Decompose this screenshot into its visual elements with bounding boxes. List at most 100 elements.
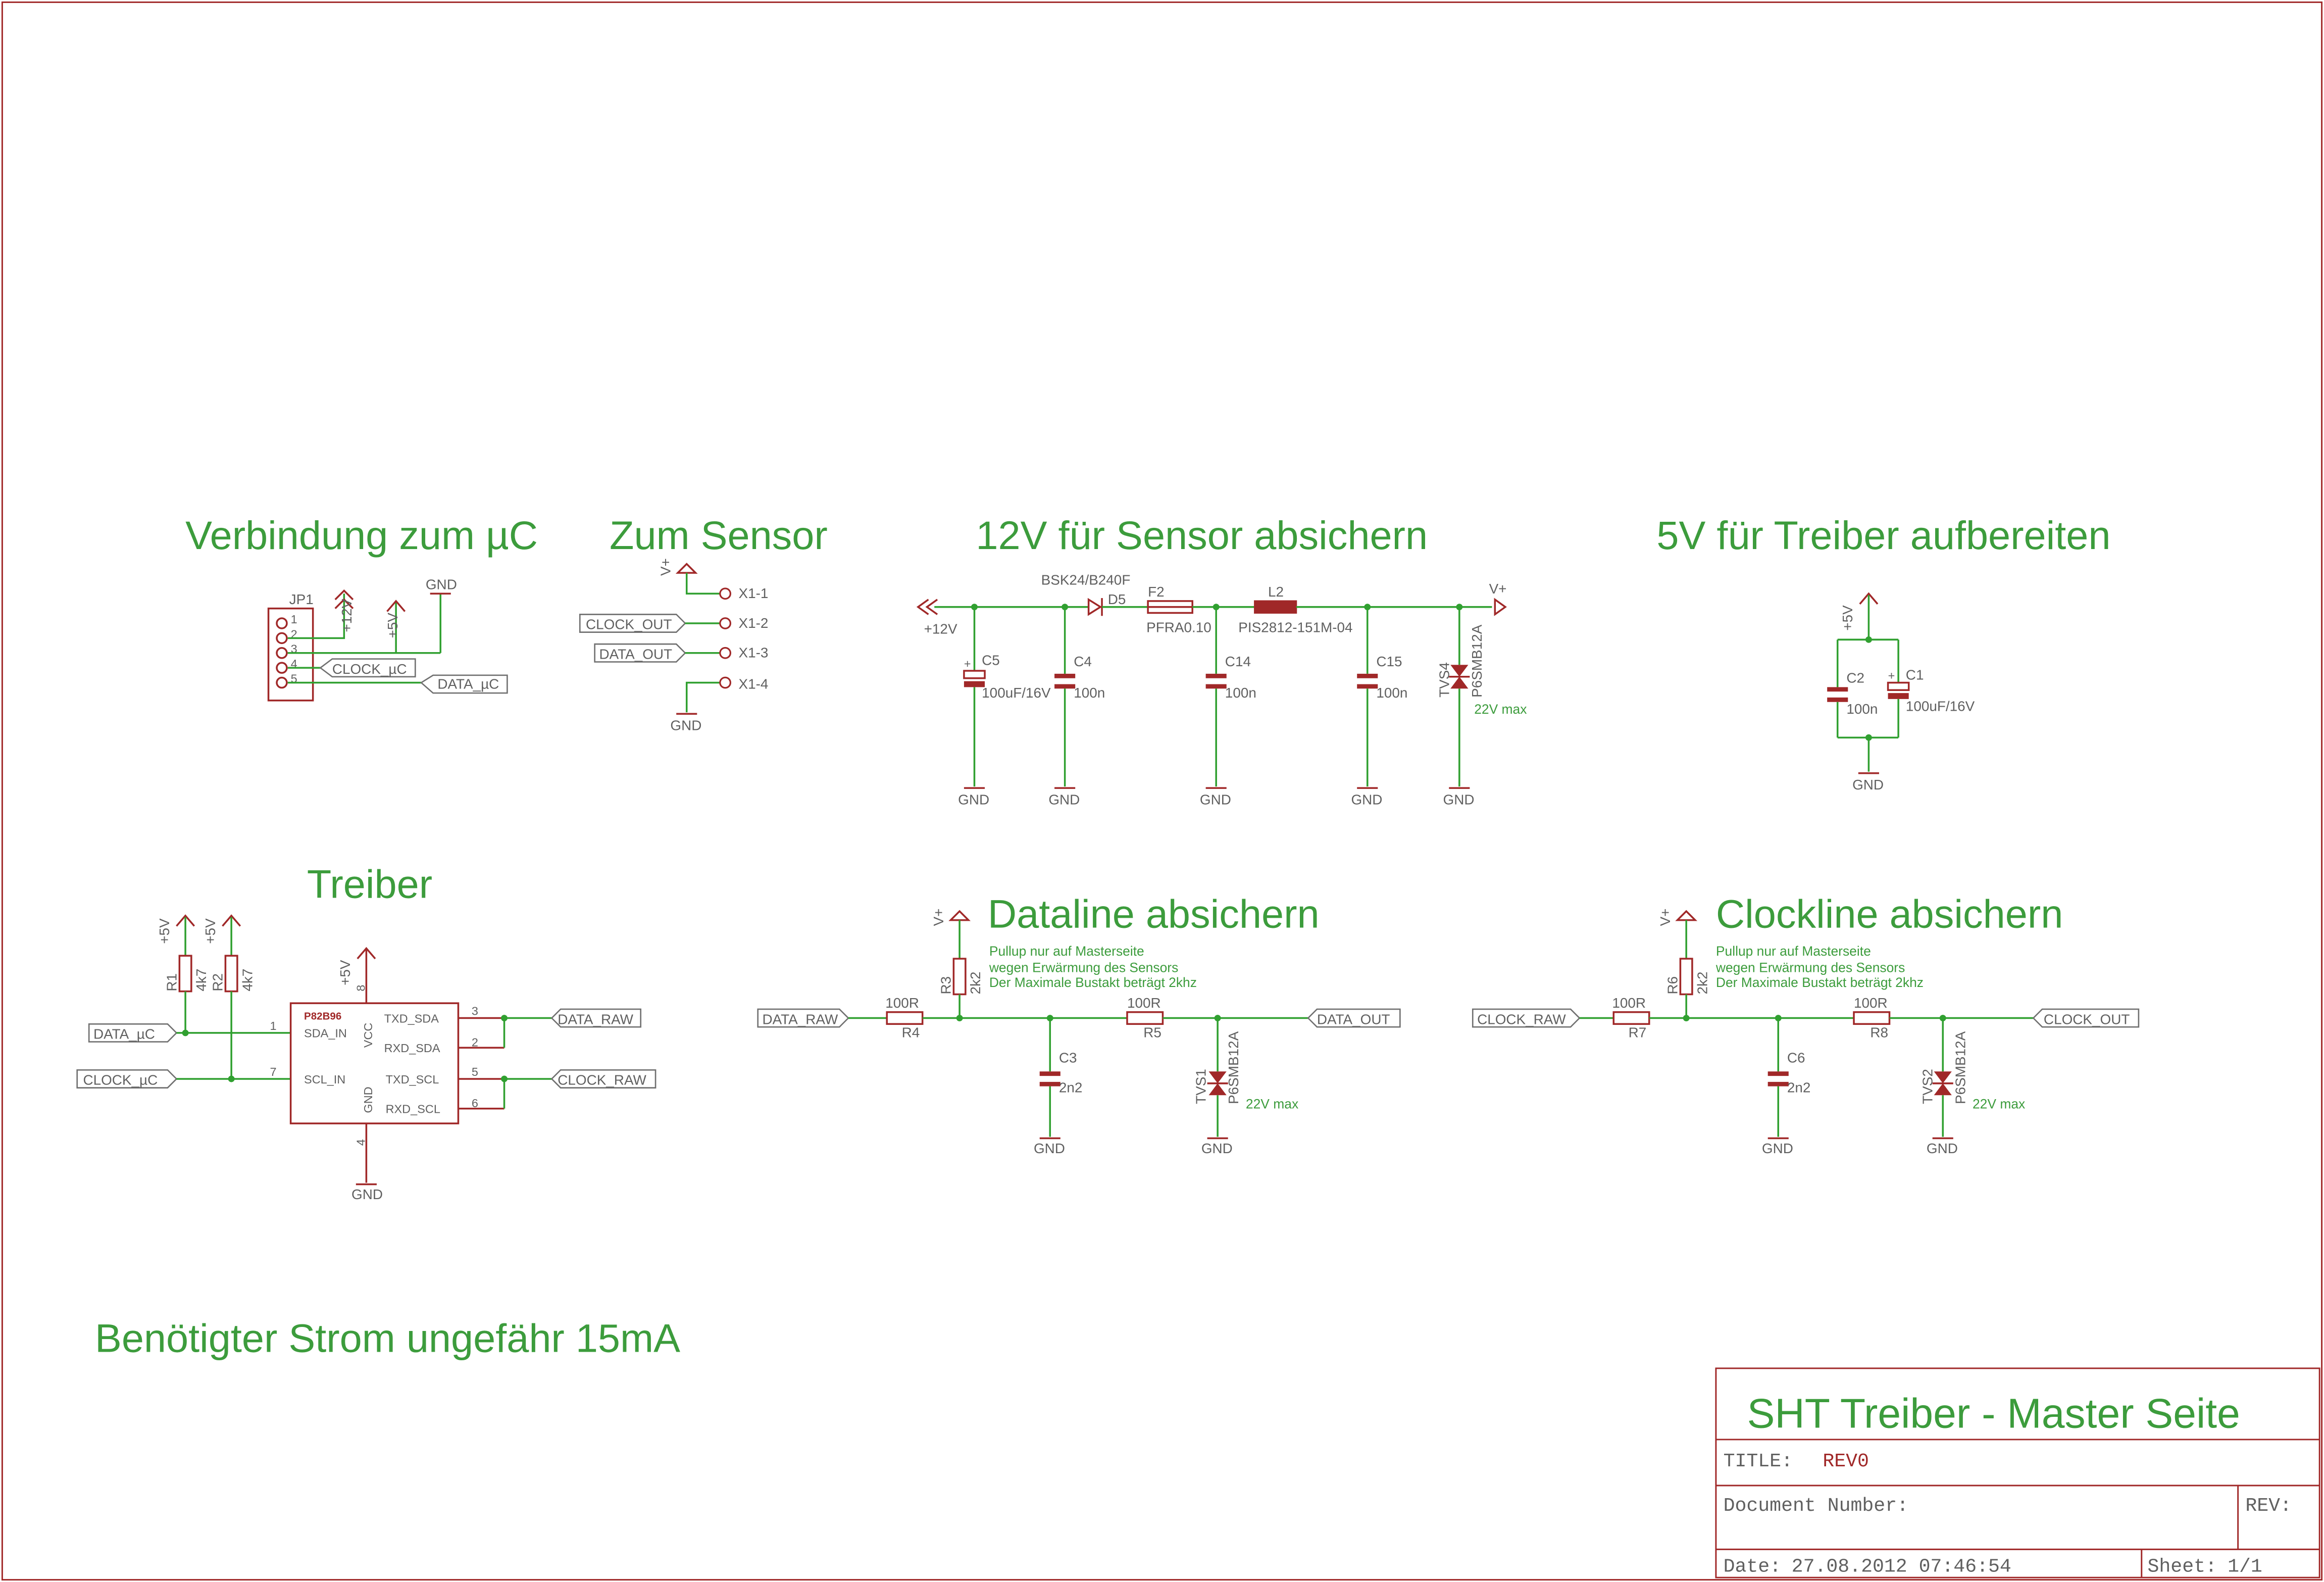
heading-dataline: Dataline absichern xyxy=(988,891,1320,936)
c3-gnd: GND xyxy=(1034,1141,1065,1156)
c6-gnd: GND xyxy=(1762,1141,1793,1156)
tvs1-note: 22V max xyxy=(1246,1097,1298,1112)
clockline-out-label: CLOCK_OUT xyxy=(2044,1011,2130,1027)
r8-ref: R8 xyxy=(1870,1025,1888,1041)
sensor-gnd-label: GND xyxy=(670,718,701,733)
driver-clock-in-label: CLOCK_µC xyxy=(83,1072,158,1088)
sensor-x1-4: X1-4 xyxy=(739,676,769,691)
heading-protect-12v: 12V für Sensor absichern xyxy=(976,513,1428,558)
clockline-circuit: V+ R6 2k2 Pullup nur auf Masterseite weg… xyxy=(1472,908,2140,1156)
ic-pin-6: 6 xyxy=(472,1097,478,1110)
l2-value: PIS2812-151M-04 xyxy=(1238,620,1352,635)
jp1-connector: JP1 1 2 3 4 5 xyxy=(267,591,314,702)
ic-pin-3: 3 xyxy=(472,1005,478,1018)
r1-plus5v-label: +5V xyxy=(157,918,172,944)
jp1-clock-label: CLOCK_µC xyxy=(332,661,407,677)
sensor-x1-3: X1-3 xyxy=(739,645,769,661)
d5-ref: D5 xyxy=(1108,591,1126,607)
ic-sda-in: SDA_IN xyxy=(304,1027,347,1040)
document-number-label: Document Number: xyxy=(1724,1495,1908,1517)
c5-ref: C5 xyxy=(982,652,1000,668)
c15-ref: C15 xyxy=(1376,654,1402,669)
ic-txd-scl: TXD_SCL xyxy=(386,1073,439,1086)
dataline-note-2: wegen Erwärmung des Sensors xyxy=(989,960,1178,975)
tvs2-ref: TVS2 xyxy=(1920,1069,1936,1104)
ic-pin-7: 7 xyxy=(270,1065,277,1078)
supply5-gnd: GND xyxy=(1852,777,1884,793)
c14-gnd: GND xyxy=(1200,792,1231,807)
title-block-title: SHT Treiber - Master Seite xyxy=(1747,1391,2240,1437)
tvs1-ref: TVS1 xyxy=(1193,1069,1209,1104)
driver-circuit: +5V R1 4k7 +5V R2 4k7 DATA_µC CLOCK_µC P… xyxy=(76,914,656,1202)
tvs2-note: 22V max xyxy=(1973,1097,2025,1112)
f2-value: PFRA0.10 xyxy=(1146,620,1211,635)
supply5-plus5v-label: +5V xyxy=(1840,605,1855,631)
dataline-note-1: Pullup nur auf Masterseite xyxy=(989,944,1144,959)
tvs1-gnd: GND xyxy=(1201,1141,1233,1156)
c4-ref: C4 xyxy=(1074,654,1092,669)
c5-value: 100uF/16V xyxy=(982,685,1051,701)
ic-rxd-sda: RXD_SDA xyxy=(384,1042,440,1055)
dataline-out-label: DATA_OUT xyxy=(1317,1011,1390,1027)
heading-current: Benötigter Strom ungefähr 15mA xyxy=(95,1316,680,1361)
r1-ref: R1 xyxy=(164,973,179,992)
title-value: REV0 xyxy=(1823,1451,1869,1472)
jp1-ref: JP1 xyxy=(289,591,314,607)
c3-ref: C3 xyxy=(1059,1050,1077,1066)
ic-scl-in: SCL_IN xyxy=(304,1073,345,1086)
tvs4-note: 22V max xyxy=(1474,702,1527,717)
title-label: TITLE: xyxy=(1724,1451,1793,1472)
c4-gnd: GND xyxy=(1048,792,1080,807)
r3-ref: R3 xyxy=(938,976,954,995)
tvs4-ref: TVS4 xyxy=(1436,662,1452,698)
driver-data-in-label: DATA_µC xyxy=(93,1026,155,1042)
r6-ref: R6 xyxy=(1665,976,1681,995)
c6-ref: C6 xyxy=(1787,1050,1805,1066)
date-label: Date: xyxy=(1724,1556,1782,1577)
l2-ref: L2 xyxy=(1268,584,1284,600)
sensor-clock-label: CLOCK_OUT xyxy=(586,617,672,632)
ic-part: P82B96 xyxy=(304,1010,341,1022)
r2-ref: R2 xyxy=(210,973,226,992)
r4-ref: R4 xyxy=(902,1025,920,1041)
d5-part: BSK24/B240F xyxy=(1041,572,1131,588)
c3-value: 2n2 xyxy=(1059,1079,1083,1095)
tvs1-part: P6SMB12A xyxy=(1226,1031,1241,1104)
ic-rxd-scl: RXD_SCL xyxy=(386,1103,440,1116)
sensor-data-label: DATA_OUT xyxy=(599,647,672,662)
f2-ref: F2 xyxy=(1148,584,1165,600)
ic-plus5v-label: +5V xyxy=(337,960,353,985)
r1-value: 4k7 xyxy=(193,969,209,992)
ic-pin-8: 8 xyxy=(354,985,367,992)
clockline-note-1: Pullup nur auf Masterseite xyxy=(1716,944,1871,959)
svg-text:+: + xyxy=(1888,669,1895,682)
c15-gnd: GND xyxy=(1351,792,1382,807)
sensor-vplus-label: V+ xyxy=(658,558,673,576)
r6-value: 2k2 xyxy=(1694,972,1710,995)
clockline-in-label: CLOCK_RAW xyxy=(1477,1011,1566,1027)
dataline-note-3: Der Maximale Bustakt beträgt 2khz xyxy=(989,975,1197,990)
r5-value: 100R xyxy=(1127,995,1161,1011)
protect-12v-circuit: +12V BSK24/B240F D5 F2 PFRA0.10 L2 PIS28… xyxy=(916,572,1527,807)
svg-text:+: + xyxy=(964,657,971,670)
c14-value: 100n xyxy=(1225,685,1256,701)
title-block: SHT Treiber - Master Seite TITLE: REV0 D… xyxy=(1715,1367,2320,1578)
ic-pin-4: 4 xyxy=(354,1139,367,1146)
r2-value: 4k7 xyxy=(239,969,255,992)
ic-pin-5: 5 xyxy=(472,1065,478,1078)
sensor-x1-2: X1-2 xyxy=(739,615,769,631)
c4-value: 100n xyxy=(1074,685,1105,701)
ic-pin-1: 1 xyxy=(270,1019,277,1032)
sensor-x1-1: X1-1 xyxy=(739,585,769,601)
ic-gnd-pin: GND xyxy=(362,1086,375,1113)
clockline-note-2: wegen Erwärmung des Sensors xyxy=(1715,960,1905,975)
r7-ref: R7 xyxy=(1629,1025,1647,1041)
supply-5v-circuit: +5V C2 100n + C1 100uF/16V GND xyxy=(1827,592,1975,793)
sensor-connector: V+ X1-1 CLOCK_OUT X1-2 DATA_OUT X1-3 GND… xyxy=(579,558,769,733)
ic-gnd-label: GND xyxy=(351,1186,383,1202)
driver-data-raw-label: DATA_RAW xyxy=(558,1011,633,1027)
dataline-vplus-label: V+ xyxy=(931,908,946,926)
tvs4-part: P6SMB12A xyxy=(1469,624,1485,698)
